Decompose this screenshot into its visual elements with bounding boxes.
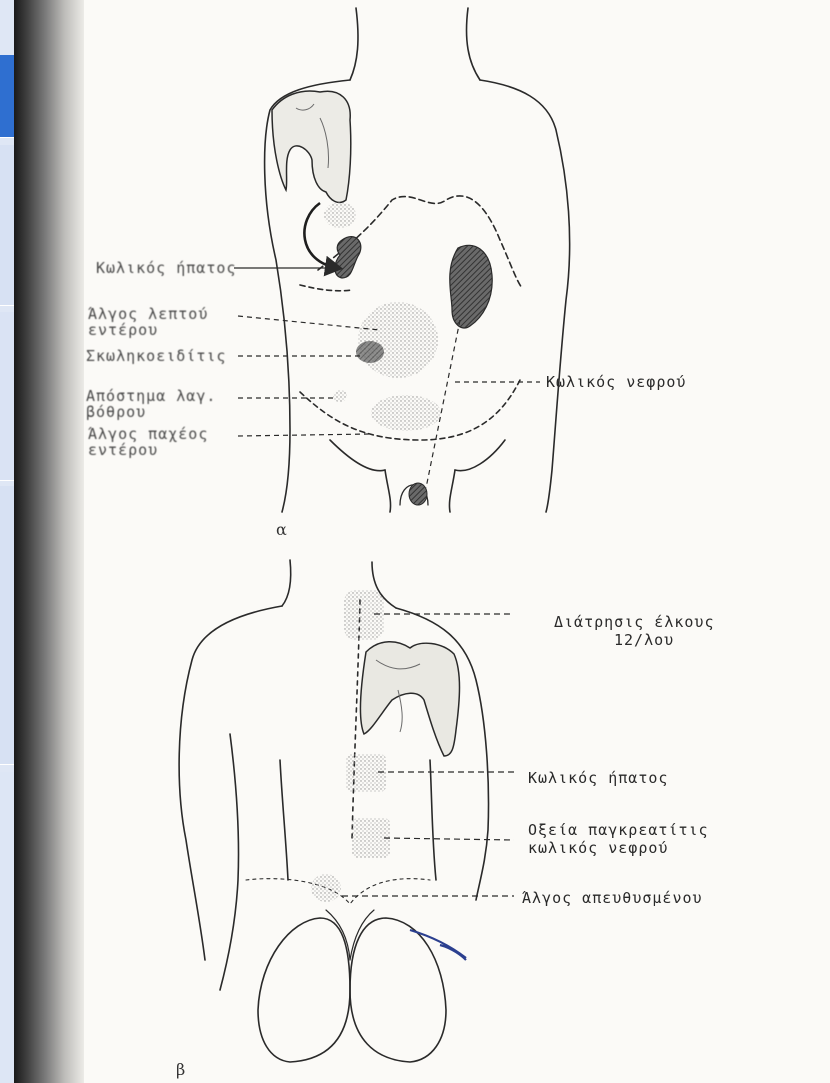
front-neck-right [467,8,481,80]
label-pancreatitis-line2: κωλικός νεφρού [528,840,668,856]
front-right-shoulder-outline [480,80,570,512]
back-liver-area [346,754,386,792]
front-inguinal-right [455,440,505,471]
front-kidney [450,245,492,328]
back-gluteal-cleft [326,910,374,960]
front-small-intestine-area [358,302,438,378]
front-large-intestine-area [371,395,441,431]
front-pelvic-area [333,390,347,402]
back-buttock-right [350,918,446,1062]
label-large-intestine-pain: Άλγος παχέος εντέρου [88,426,238,458]
label-ulcer-perforation-line1: Διάτρησις έλκους [554,614,715,630]
back-buttock-left [258,918,350,1062]
label-small-intestine-pain: Άλγος λεπτού εντέρου [88,306,238,338]
label-liver-colic-back: Κωλικός ήπατος [528,770,668,786]
front-appendix-area [356,341,384,363]
front-groin-spot [409,483,427,505]
back-neck-left [282,560,291,606]
back-rectum-area [311,874,341,902]
back-right-arm [430,760,436,880]
front-leader-lines [234,268,540,488]
back-scapula-bone [360,642,459,756]
front-liver-referred-area [324,202,356,228]
front-gallbladder-liver [335,237,361,278]
back-ulcer-area [344,590,384,640]
label-liver-colic-front: Κωλικός ήπατος [96,260,236,276]
panel-b-letter: β [176,1060,185,1079]
label-ulcer-perforation-line2: 12/λου [614,632,674,648]
label-pancreatitis-line1: Οξεία παγκρεατίτις [528,822,709,838]
label-pelvic-abscess: Απόστημα λαγ. βόθρου [86,388,236,420]
back-left-arm [220,734,239,990]
panel-a-letter: α [276,520,287,539]
front-scapula-bone [272,91,351,202]
back-waist-left [280,760,288,880]
label-rectum-pain: Άλγος απευθυσμένου [522,890,703,906]
front-inguinal-left [330,440,385,471]
front-neck-left [350,8,358,80]
front-torso-figure [265,8,570,512]
label-kidney-colic: Κωλικός νεφρού [546,374,686,390]
front-rib-lower [300,285,352,291]
back-torso-figure [179,560,488,1062]
label-appendicitis: Σκωληκοειδίτις [86,348,226,364]
back-left-outline [179,606,282,960]
